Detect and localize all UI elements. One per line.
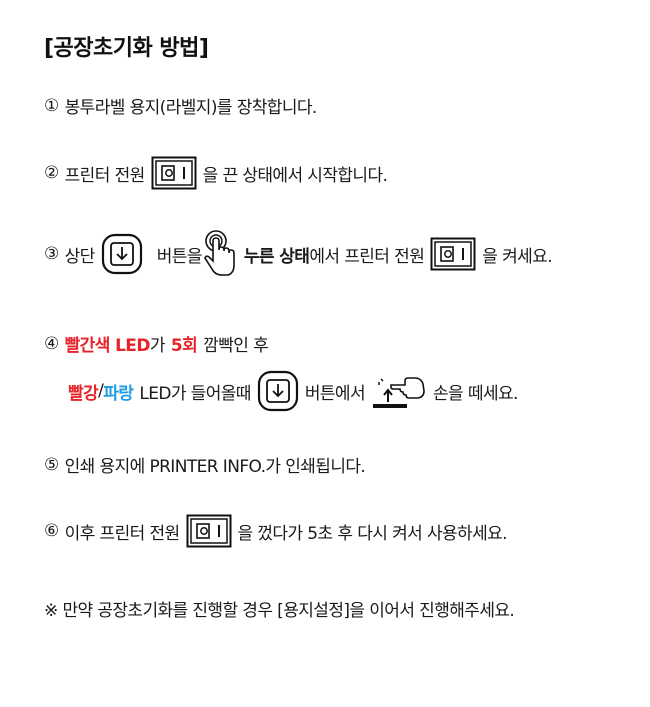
step-3-post: 을 켜세요. [482,246,553,267]
step-4-text-4: 버튼에서 [304,383,366,404]
step-1: ① 봉투라벨 용지(라벨지)를 장착합니다. [44,93,318,119]
red-led-label: 빨간색 LED [64,336,151,356]
slash: / [98,381,104,401]
step-5-text: 인쇄 용지에 PRINTER INFO.가 인쇄됩니다. [64,457,366,477]
step-2-post: 을 끈 상태에서 시작합니다. [202,165,388,186]
step-4-text-2: 깜빡인 후 [203,336,269,356]
step-6-post: 을 껐다가 5초 후 다시 켜서 사용하세요. [237,523,508,544]
step-6-number: ⑥ [44,521,59,541]
step-4-text-5: 손을 떼세요. [433,383,518,404]
blink-count: 5회 [170,336,198,356]
page-title: [공장초기화 방법] [44,36,209,61]
step-1-number: ① [44,95,59,116]
step-4-continuation: 빨강 / 파랑 LED가 들어올때 버튼에서 손을 떼세요. [68,368,518,414]
note: ※ 만약 공장초기화를 진행할 경우 [용지설정]을 이어서 진행해주세요. [44,596,515,621]
finger-press-icon [203,230,235,276]
blue-label: 파랑 [103,383,134,404]
step-6-pre: 이후 프린터 전원 [64,523,180,544]
step-3-bold: 누른 상태 [243,246,310,267]
feed-button-icon [101,233,142,275]
power-switch-icon [430,237,476,271]
step-4: ④ 빨간색 LED 가 5회 깜빡인 후 [44,331,269,357]
step-4-number: ④ [44,333,59,354]
red-label: 빨강 [68,383,99,404]
step-2-pre: 프린터 전원 [64,165,146,186]
step-2: ② 프린터 전원 을 끈 상태에서 시작합니다. [44,155,388,191]
step-3-number: ③ [44,244,59,264]
step-3-mid2: 에서 프린터 전원 [309,246,425,267]
step-2-number: ② [44,163,59,183]
step-6: ⑥ 이후 프린터 전원 을 껐다가 5초 후 다시 켜서 사용하세요. [44,513,508,549]
step-5-number: ⑤ [44,454,59,475]
note-text: ※ 만약 공장초기화를 진행할 경우 [용지설정]을 이어서 진행해주세요. [44,601,515,621]
step-3-mid: 버튼을 [156,246,203,267]
step-1-text: 봉투라벨 용지(라벨지)를 장착합니다. [64,98,318,118]
hand-release-icon [373,377,425,408]
step-4-text-3: LED가 들어올때 [139,383,251,404]
step-5: ⑤ 인쇄 용지에 PRINTER INFO.가 인쇄됩니다. [44,452,366,478]
step-3: ③ 상단 버튼을 누른 상태 에서 프린터 전원 을 켜세요. [44,228,553,280]
feed-button-icon [257,370,298,412]
power-switch-icon [186,514,232,548]
power-switch-icon [151,156,197,190]
step-3-pre: 상단 [64,246,96,267]
step-4-text-1: 가 [149,336,166,356]
